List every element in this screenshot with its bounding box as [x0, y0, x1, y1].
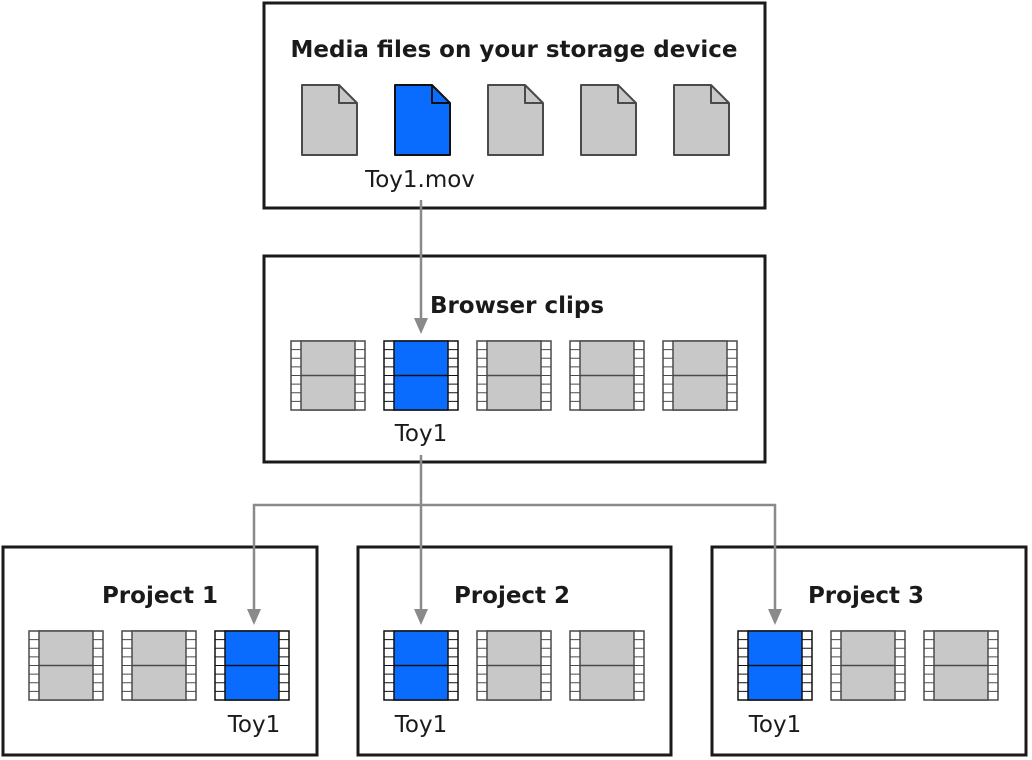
project-2-arrowhead	[414, 609, 428, 625]
media-file-label: Toy1.mov	[364, 167, 475, 193]
project-1-arrowhead	[247, 609, 261, 625]
project-3-box: Project 3 Toy1	[710, 545, 1028, 757]
document-icon-5	[673, 84, 730, 156]
browser-to-project-1-arrow	[252, 503, 421, 611]
project-2-film-clip-icon-2	[476, 630, 552, 701]
project-1-title: Project 1	[102, 583, 218, 609]
media-to-browser-arrowhead	[414, 318, 428, 334]
media-files-box: Media files on your storage device Toy1.…	[262, 1, 767, 210]
project-1-clip-label: Toy1	[227, 712, 280, 738]
project-2-film-clip-icon-1	[383, 630, 459, 701]
document-icon-2	[394, 84, 451, 156]
document-icon-4	[580, 84, 637, 156]
project-1-film-clip-icon-3	[214, 630, 290, 701]
project-3-title: Project 3	[808, 583, 924, 609]
browser-clips-title: Browser clips	[430, 293, 604, 319]
media-files-title: Media files on your storage device	[291, 37, 738, 63]
film-clip-icon-1	[290, 340, 366, 411]
project-2-title: Project 2	[454, 583, 570, 609]
project-3-film-clip-icon-1	[737, 630, 813, 701]
project-2-clip-row	[383, 630, 645, 701]
media-file-row	[301, 84, 730, 156]
browser-clip-row	[290, 340, 738, 411]
document-icon-1	[301, 84, 358, 156]
browser-clip-label: Toy1	[394, 421, 447, 447]
project-2-film-clip-icon-3	[569, 630, 645, 701]
project-1-clip-row	[28, 630, 290, 701]
browser-clips-box: Browser clips Toy1	[262, 254, 767, 464]
project-2-clip-label: Toy1	[394, 712, 447, 738]
film-clip-icon-5	[662, 340, 738, 411]
project-3-film-clip-icon-3	[923, 630, 999, 701]
project-3-film-clip-icon-2	[830, 630, 906, 701]
document-icon-3	[487, 84, 544, 156]
project-3-arrowhead	[768, 609, 782, 625]
connectors	[247, 200, 782, 625]
project-1-film-clip-icon-1	[28, 630, 104, 701]
browser-to-project-3-arrow	[421, 503, 777, 611]
film-clip-icon-3	[476, 340, 552, 411]
film-clip-icon-2	[383, 340, 459, 411]
project-1-box: Project 1 Toy1	[1, 545, 319, 757]
project-2-box: Project 2 Toy1	[356, 545, 673, 757]
project-3-clip-label: Toy1	[748, 712, 801, 738]
project-3-clip-row	[737, 630, 999, 701]
project-1-film-clip-icon-2	[121, 630, 197, 701]
film-clip-icon-4	[569, 340, 645, 411]
